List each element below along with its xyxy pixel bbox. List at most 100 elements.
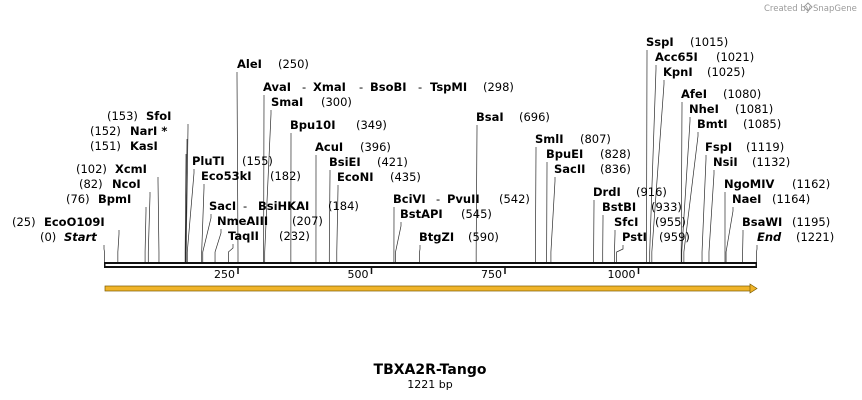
plasmid-title: TBXA2R-Tango [374, 362, 487, 378]
site-pos-nmeaiii: (207) [292, 214, 323, 228]
site-name-smli: SmlI [535, 132, 564, 146]
site-label-start: (0) [40, 230, 56, 244]
site-name-bsihkai: BsiHKAI [258, 199, 309, 213]
site-pos-sacii: (836) [600, 162, 631, 176]
site-name-sfoi: SfoI [146, 109, 171, 123]
site-name-bsobi: BsoBI [370, 80, 407, 94]
site-pos-acui: (396) [360, 140, 391, 154]
site-pos-bsai: (696) [519, 110, 550, 124]
ruler-label-750: 750 [481, 268, 502, 281]
site-name-bstapi: BstAPI [400, 207, 443, 221]
connector-nhei [681, 117, 691, 262]
connector-start [103, 245, 105, 262]
site-pos-sfoi: (153) [107, 109, 138, 123]
connector-pluti [186, 169, 195, 262]
site-name-naei: NaeI [732, 192, 761, 206]
ruler-label-250: 250 [214, 268, 235, 281]
connector-sspi [646, 50, 648, 262]
site-pos-sfci: (955) [655, 215, 686, 229]
site-pos-afei: (1080) [723, 87, 761, 101]
connector-nmeaiii [214, 229, 222, 262]
site-pos-bsiei: (421) [377, 155, 408, 169]
site-pos-ncoi: (82) [79, 177, 103, 191]
site-name-sspi: SspI [646, 35, 674, 49]
site-name-bstbi: BstBI [602, 200, 636, 214]
site-name-bsawi: BsaWI [742, 215, 782, 229]
feature-arrow [104, 283, 758, 294]
site-name-drdi: DrdI [593, 185, 621, 199]
site-connectors [103, 50, 758, 262]
sequence-backbone [104, 262, 757, 268]
site-name-saci: SacI [209, 199, 236, 213]
connector-naei [725, 207, 734, 262]
site-name-smai: SmaI [271, 95, 303, 109]
site-name-sfci: SfcI [614, 215, 638, 229]
site-sep-saci: - [243, 199, 247, 213]
site-sep-xmai: - [359, 80, 363, 94]
site-pos-fspi: (1119) [746, 140, 784, 154]
connector-end [756, 245, 758, 262]
connector-ecoo109i [117, 230, 120, 262]
connector-bmti [683, 132, 699, 262]
connector-saci [202, 214, 212, 262]
site-pos-taqii: (232) [279, 229, 310, 243]
site-pos-end: (1221) [796, 230, 834, 244]
site-name-eco53ki: Eco53kI [201, 169, 252, 183]
site-pos-bmti: (1085) [743, 117, 781, 131]
connector-bpmi [144, 207, 147, 262]
site-name-sacii: SacII [554, 162, 585, 176]
site-name-xcmi: XcmI [115, 162, 147, 176]
site-name-econi: EcoNI [337, 170, 373, 184]
site-pos-avai: (298) [483, 80, 514, 94]
site-pos-smli: (807) [580, 132, 611, 146]
connector-nari- [185, 139, 188, 262]
site-sep-bcivi: - [436, 192, 440, 206]
connector-econi [336, 185, 339, 262]
site-pos-naei: (1164) [772, 192, 810, 206]
connector-smli [535, 147, 537, 262]
site-name-nmeaiii: NmeAIII [217, 214, 268, 228]
connector-bsiei [328, 170, 331, 262]
site-pos-bpuei: (828) [600, 147, 631, 161]
site-sep-avai: - [302, 80, 306, 94]
site-name-fspi: FspI [705, 140, 732, 154]
site-name-ngomiv: NgoMIV [724, 177, 774, 191]
connector-taqii [228, 244, 234, 262]
connector-kpni [651, 80, 665, 262]
connector-alei [236, 72, 239, 262]
site-name-bsai: BsaI [476, 110, 504, 124]
site-pos-bstbi: (933) [651, 200, 682, 214]
connector-nsii [708, 170, 715, 262]
connector-smai [264, 110, 272, 262]
site-name-ncoi: NcoI [112, 177, 141, 191]
site-name-xmai: XmaI [313, 80, 346, 94]
site-name-start: Start [64, 230, 97, 244]
site-pos-saci: (184) [328, 199, 359, 213]
site-pos-sspi: (1015) [690, 35, 728, 49]
site-pos-nhei: (1081) [735, 102, 773, 116]
site-pos-ngomiv: (1162) [792, 177, 830, 191]
snapgene-logo-icon [803, 2, 813, 12]
credit-prefix: Created by [764, 4, 811, 14]
connector-ncoi [147, 192, 151, 262]
site-name-bpmi: BpmI [98, 192, 131, 206]
site-name-avai: AvaI [263, 80, 291, 94]
site-name-acc65i: Acc65I [655, 50, 698, 64]
site-pos-pluti: (155) [242, 154, 273, 168]
site-pos-smai: (300) [321, 95, 352, 109]
plasmid-length: 1221 bp [407, 378, 452, 391]
site-name-bcivi: BciVI [393, 192, 426, 206]
site-name-afei: AfeI [681, 87, 707, 101]
site-name-kpni: KpnI [663, 65, 693, 79]
site-name-nari: NarI * [130, 124, 167, 138]
connector-bsai [475, 125, 478, 262]
site-name-btgzi: BtgZI [419, 230, 454, 244]
site-labels: (0) Start (25) EcoO109I (76) BpmI (82) N… [12, 35, 834, 244]
site-pos-alei: (250) [278, 57, 309, 71]
site-name-alei: AleI [237, 57, 262, 71]
connector-fspi [701, 155, 707, 262]
site-name-taqii: TaqII [228, 229, 259, 243]
site-pos-psti: (959) [659, 230, 690, 244]
site-name-pluti: PluTI [192, 154, 225, 168]
